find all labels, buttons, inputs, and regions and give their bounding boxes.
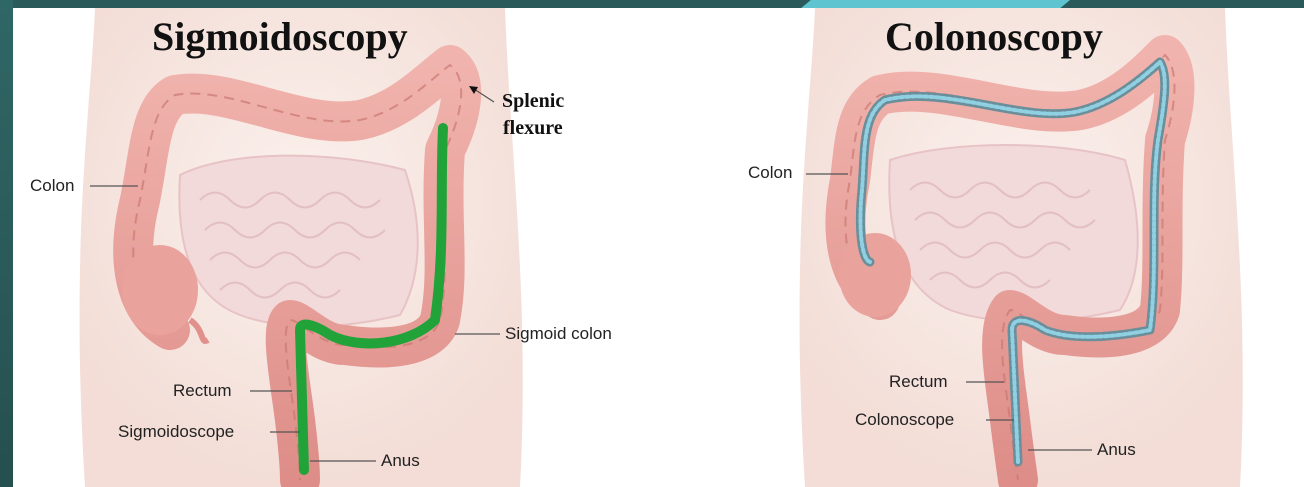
left-small-intestine [179, 156, 417, 327]
sigmoidoscope-label: Sigmoidoscope [118, 422, 234, 441]
diagram-canvas: Sigmoidoscopy Splenic flexure Colon Sigm… [13, 8, 1304, 487]
left-rectum-label: Rectum [173, 381, 232, 400]
slide-frame-top [0, 0, 1304, 8]
sigmoid-colon-label: Sigmoid colon [505, 324, 612, 343]
right-colon-label: Colon [748, 163, 792, 182]
splenic-label-line2: flexure [503, 117, 563, 139]
left-anus-label: Anus [381, 451, 420, 470]
left-panel: Sigmoidoscopy Splenic flexure Colon Sigm… [30, 8, 612, 487]
left-colon-label: Colon [30, 176, 74, 195]
slide-frame-left [0, 0, 13, 487]
right-cecum [839, 233, 911, 317]
anatomy-diagram: Sigmoidoscopy Splenic flexure Colon Sigm… [13, 8, 1304, 487]
splenic-label-line1: Splenic [502, 90, 564, 112]
left-cecum [122, 245, 198, 335]
left-title: Sigmoidoscopy [152, 14, 408, 59]
right-anus-label: Anus [1097, 440, 1136, 459]
right-title: Colonoscopy [885, 14, 1103, 59]
right-rectum-label: Rectum [889, 372, 948, 391]
right-panel: Colonoscopy Colon Rectum Colonoscope Anu… [748, 8, 1243, 487]
colonoscope-label: Colonoscope [855, 410, 954, 429]
